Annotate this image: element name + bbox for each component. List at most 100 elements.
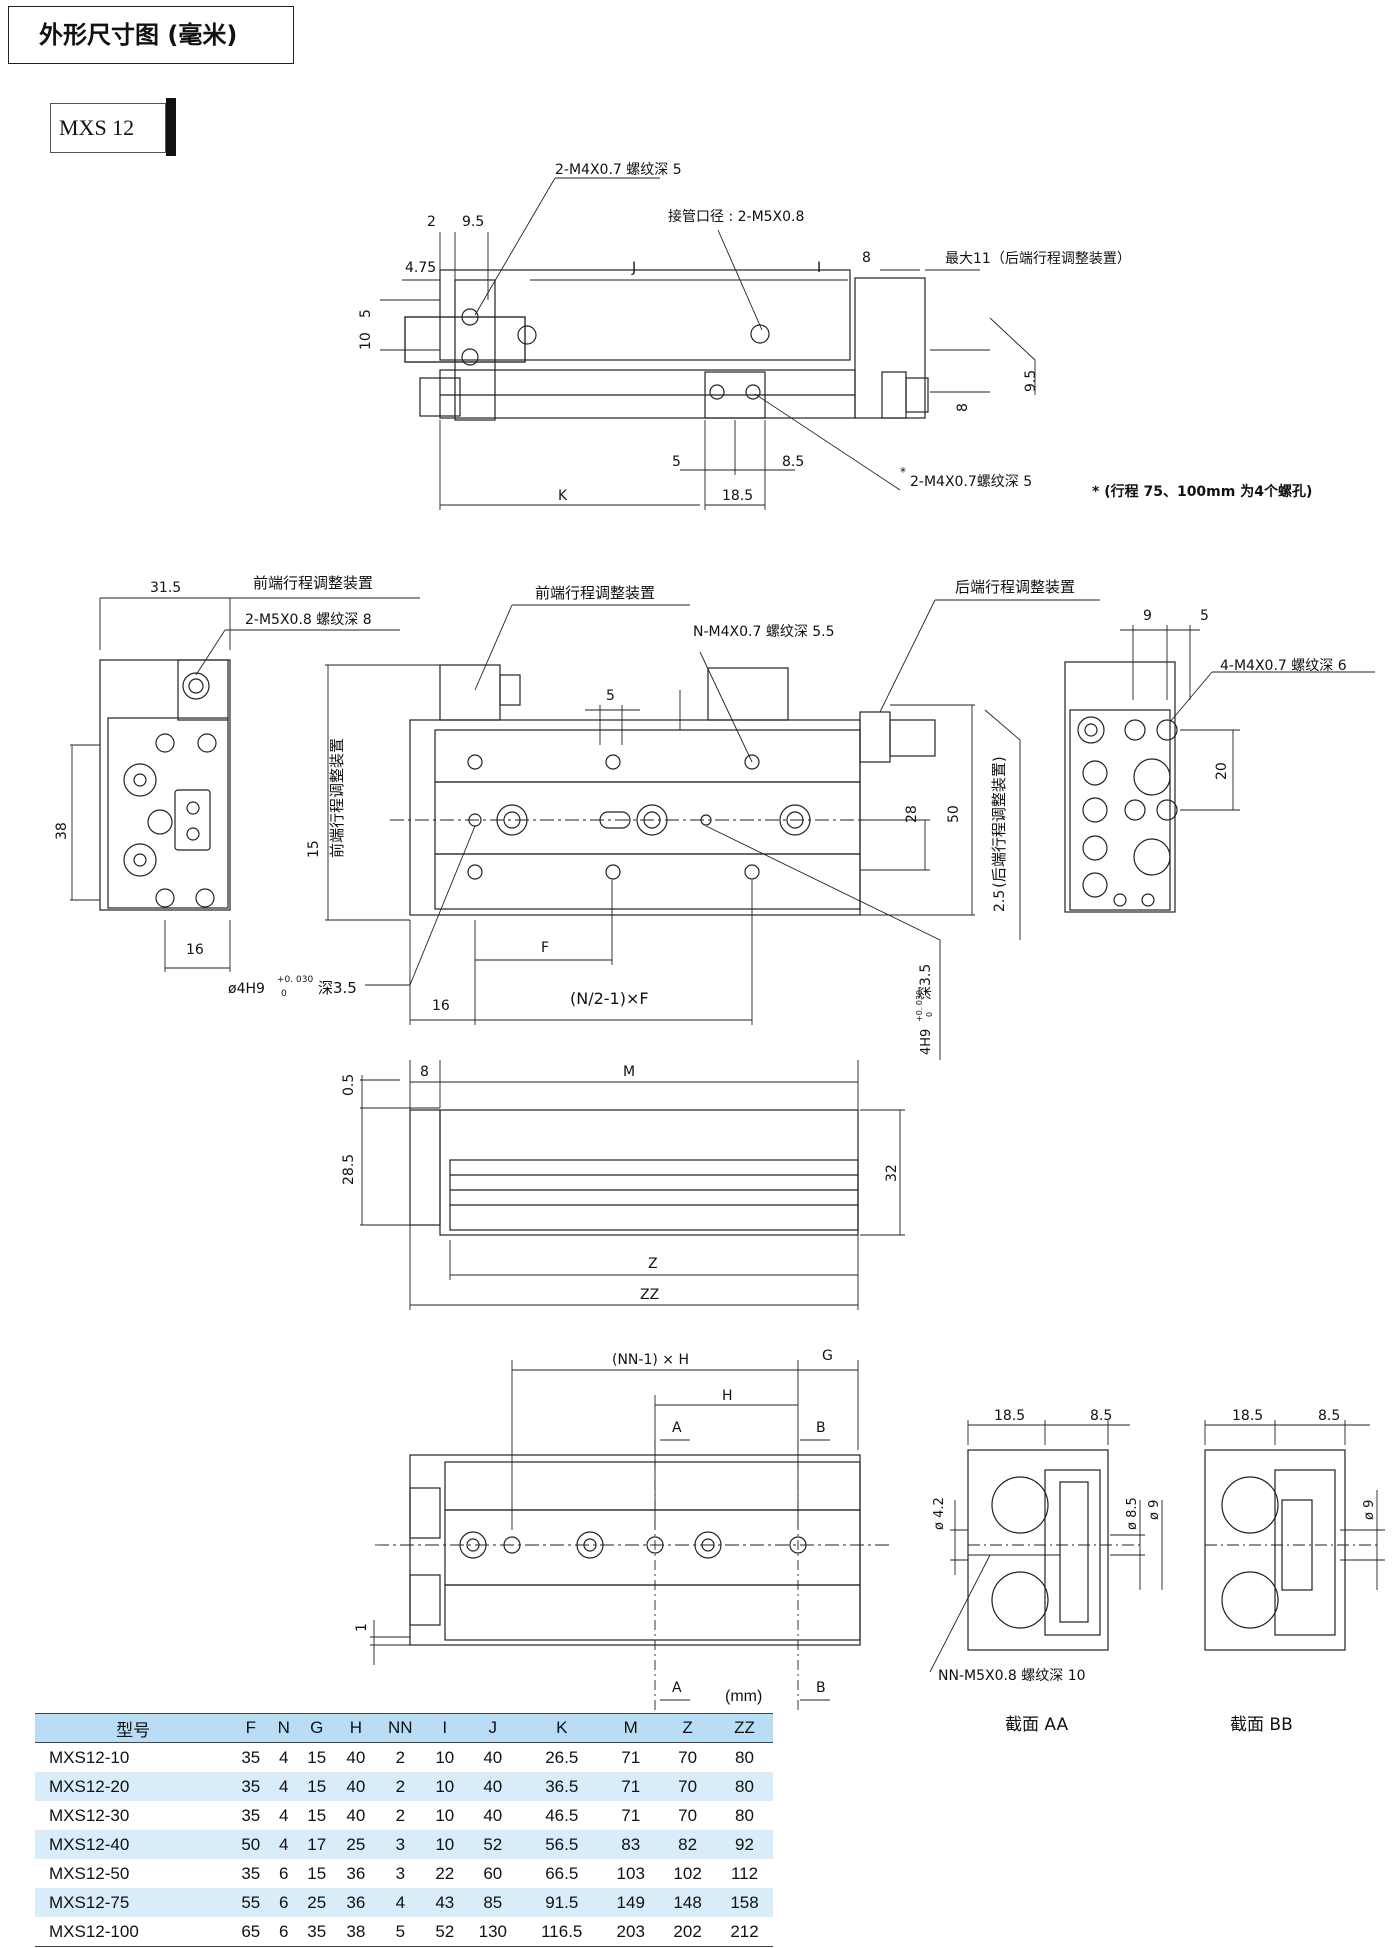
top-rear-block [854,277,926,419]
table-cell: 91.5 [521,1888,603,1917]
table-cell: 22 [435,1863,455,1883]
section-aa-body [967,1449,1109,1651]
dim-8-5-bb: 8.5 [1318,1408,1340,1424]
dim-18-5: 18.5 [722,488,753,504]
callout-pin-right-depth: 深3.5 [918,964,934,1000]
dim-g: G [822,1348,833,1364]
callout-n-thread: N-M4X0.7 螺纹深 5.5 [693,624,835,640]
table-cell: 2 [395,1747,406,1767]
dim-8-5: 8.5 [782,454,804,470]
table-cell: 15 [307,1805,327,1825]
table-cell: 116.5 [521,1917,603,1947]
dim-8b: 8 [955,403,971,412]
table-cell: 35 [241,1863,261,1883]
thread-hole-icon [709,384,725,400]
table-cell: 4 [375,1888,426,1917]
front-adjuster [439,664,501,721]
table-cell-model: MXS12-10 [49,1747,130,1767]
dim-0-5: 0.5 [341,1074,357,1096]
table-cell: 65 [231,1917,271,1947]
bottom-adjuster [409,1487,441,1539]
thread-hole-icon [1124,799,1146,821]
table-cell: 4 [270,1830,298,1859]
tolerance-top-right: +0. 030 [915,990,924,1022]
dim-dia-8-5: ø 8.5 [1125,1497,1140,1530]
callout-thread-m5: 2-M5X0.8 螺纹深 8 [245,612,372,628]
top-rail [439,369,856,419]
bore-icon [1221,1476,1279,1534]
hole-icon [195,888,215,908]
dim-dia-4-2: ø 4.2 [932,1497,947,1530]
callout-front-adjuster-a: 前端行程调整装置 [253,574,373,592]
table-cell: 55 [231,1888,271,1917]
table-cell: 4 [270,1772,298,1801]
thread-hole-icon [461,348,479,366]
table-cell: 46.5 [545,1805,579,1825]
adjuster-nut-icon [1077,716,1105,744]
table-cell: 212 [716,1917,773,1947]
top-end-block [404,316,526,363]
footnote: * (行程 75、100mm 为4个螺孔) [1092,483,1312,500]
thread-hole-icon [605,864,621,880]
table-cell: 56.5 [521,1830,603,1859]
table-cell: 25 [336,1830,376,1859]
table-cell: 70 [678,1805,698,1825]
table-cell: 6 [279,1863,289,1883]
table-cell: 17 [297,1830,337,1859]
callout-thread-bottom: 2-M4X0.7螺纹深 5 [910,474,1032,490]
end-view-right [1064,625,1375,913]
end-body-right [1064,661,1176,913]
dim-16: 16 [186,942,204,958]
hole-icon [517,325,537,345]
table-cell: 103 [616,1863,645,1883]
dim-15: 15 [306,840,322,858]
table-cell: 26.5 [545,1747,579,1767]
table-cell: 40 [483,1747,503,1767]
page-title: 外形尺寸图 (毫米) [8,6,294,64]
dim-18-5-aa: 18.5 [994,1408,1025,1424]
table-cell: 36.5 [521,1772,603,1801]
section-aa [929,1420,1163,1673]
table-cell: 35 [241,1805,261,1825]
dim-28: 28 [904,805,920,823]
callout-pin-left: ø4H9 [228,981,265,997]
hole-icon [197,733,217,753]
col-header: G [297,1713,337,1743]
end-body [99,659,231,911]
section-mark-b-top: B [816,1420,826,1436]
section-bb-label: 截面 BB [1230,1715,1293,1735]
dim-38: 38 [54,822,70,840]
section-bb-body [1204,1449,1346,1651]
dim-2: 2 [427,214,436,230]
table-cell: 5 [375,1917,426,1947]
table-cell: 148 [659,1888,717,1917]
dim-1: 1 [354,1623,370,1632]
dim-10: 10 [358,332,374,350]
side-end-block [409,1109,441,1226]
col-header: I [425,1713,465,1743]
front-body [409,719,861,916]
port-icon [1133,758,1171,796]
dim-5-front: 5 [606,688,615,704]
dim-32: 32 [884,1164,900,1182]
top-rear-nut [881,371,907,419]
port-icon [123,763,157,797]
table-cell: 40 [346,1747,366,1767]
callout-max: 最大11（后端行程调整装置） [945,251,1131,267]
dim-18-5-bb: 18.5 [1232,1408,1263,1424]
thread-hole-icon [467,754,483,770]
dim-9-5b: 9.5 [1023,370,1039,392]
table-cell: 15 [307,1863,327,1883]
col-header: 型号 [35,1713,232,1743]
table-cell: 38 [336,1917,376,1947]
table-cell: 15 [307,1747,327,1767]
dim-4-75: 4.75 [405,260,436,276]
section-bb [1204,1420,1385,1651]
thread-hole-icon [744,754,760,770]
table-cell: 203 [602,1917,660,1947]
tolerance-top-left: +0. 030 [277,975,313,985]
dim-5: 5 [358,309,374,318]
thread-hole-icon [1124,719,1146,741]
